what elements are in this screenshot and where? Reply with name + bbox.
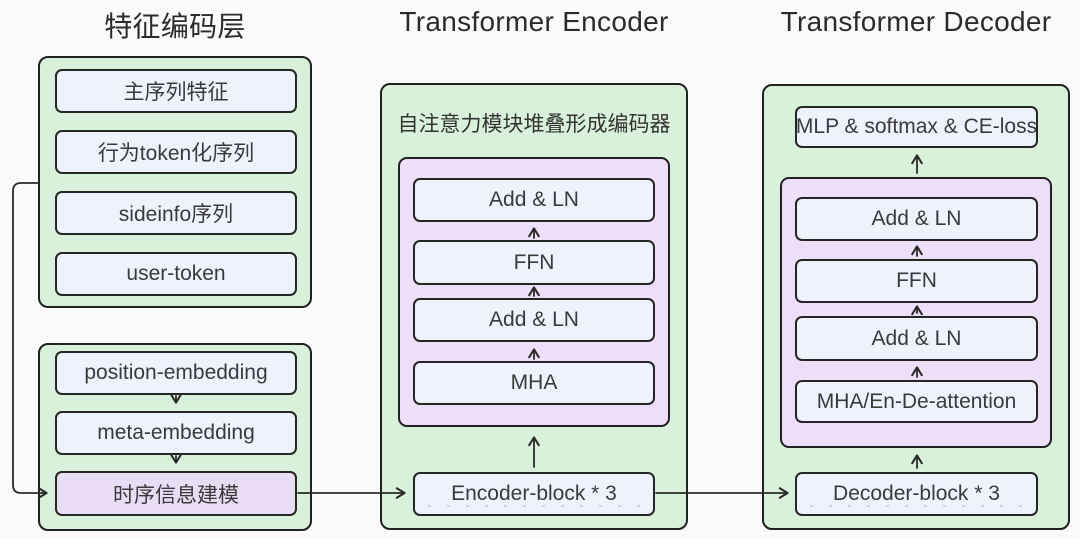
encoder-block-x3: Encoder-block * 3 [413, 472, 655, 516]
decoder-column-title: Transformer Decoder [780, 6, 1052, 37]
decoder-box-add-ln-bottom: Add & LN [795, 316, 1038, 361]
watermark-dots-decoder [810, 505, 1024, 507]
decoder-box-mha-en-de-attention: MHA/En-De-attention [795, 380, 1038, 423]
encoder-box-add-ln-top: Add & LN [413, 178, 655, 222]
watermark-dots-encoder [428, 505, 642, 507]
feature-column-title: 特征编码层 [104, 11, 246, 42]
decoder-box-mlp-softmax-celoss: MLP & softmax & CE-loss [795, 106, 1038, 148]
encoder-box-mha: MHA [413, 361, 655, 405]
box-main-sequence-feature: 主序列特征 [55, 69, 297, 113]
encoder-box-add-ln-bottom: Add & LN [413, 298, 655, 342]
box-user-token: user-token [55, 252, 297, 296]
box-sideinfo-sequence: sideinfo序列 [55, 191, 297, 235]
box-meta-embedding: meta-embedding [55, 411, 297, 455]
box-temporal-info-modeling: 时序信息建模 [55, 471, 297, 516]
decoder-box-ffn: FFN [795, 259, 1038, 303]
decoder-block-x3: Decoder-block * 3 [795, 472, 1038, 516]
encoder-column-title: Transformer Encoder [399, 6, 669, 37]
box-position-embedding: position-embedding [55, 351, 297, 395]
encoder-caption: 自注意力模块堆叠形成编码器 [397, 113, 671, 136]
box-behavior-token-sequence: 行为token化序列 [55, 130, 297, 174]
encoder-box-ffn: FFN [413, 240, 655, 285]
decoder-box-add-ln-top: Add & LN [795, 197, 1038, 241]
